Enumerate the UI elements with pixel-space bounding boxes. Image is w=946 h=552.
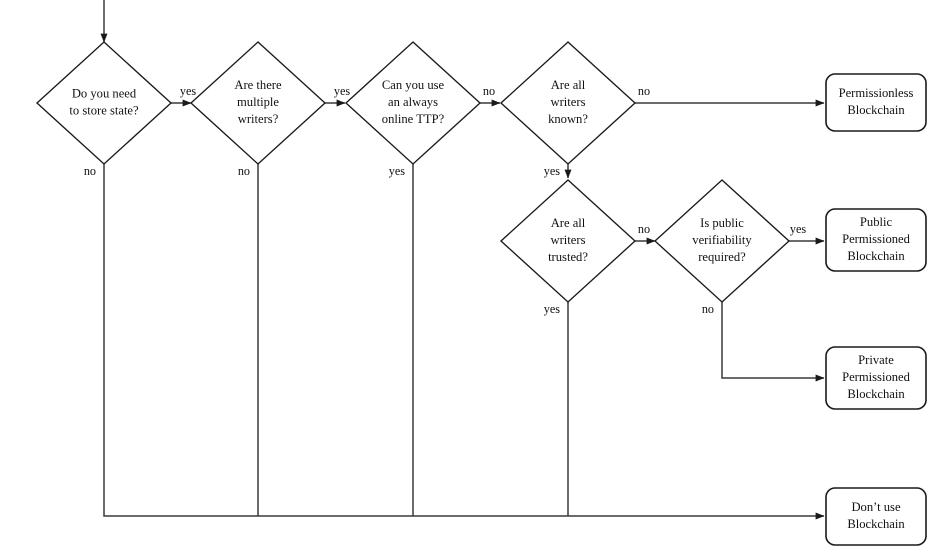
edge-label-public-verifiability-yes: yes (790, 222, 807, 236)
diamond-shape (499, 179, 637, 303)
diamond-shape (653, 179, 791, 303)
connector-public-verifiability-no (721, 302, 825, 382)
connector-store-state-no (103, 164, 825, 520)
edge-label-store-state-no: no (84, 164, 96, 178)
edge-label-writers-known-no: no (638, 84, 650, 98)
edge-label-public-verifiability-no: no (702, 302, 714, 316)
diamond-shape (344, 41, 482, 165)
edge-label-writers-trusted-no: no (638, 222, 650, 236)
rounded-box-shape (825, 73, 927, 132)
edge-labels-layer: yes no yes no no yes no yes no yes yes no (84, 84, 807, 316)
edge-label-writers-known-yes: yes (544, 164, 561, 178)
rounded-box-shape (825, 487, 927, 546)
edge-label-multiple-writers-yes: yes (334, 84, 351, 98)
edge-label-always-online-ttp-yes: yes (389, 164, 406, 178)
edge-label-writers-trusted-yes: yes (544, 302, 561, 316)
edge-label-multiple-writers-no: no (238, 164, 250, 178)
diamond-shape (499, 41, 637, 165)
diamond-shape (189, 41, 327, 165)
rounded-box-shape (825, 346, 927, 410)
rounded-box-shape (825, 208, 927, 272)
diamond-shape (35, 41, 173, 165)
connectors-layer (100, 0, 825, 520)
edge-label-store-state-yes: yes (180, 84, 197, 98)
edge-label-always-online-ttp-no: no (483, 84, 495, 98)
